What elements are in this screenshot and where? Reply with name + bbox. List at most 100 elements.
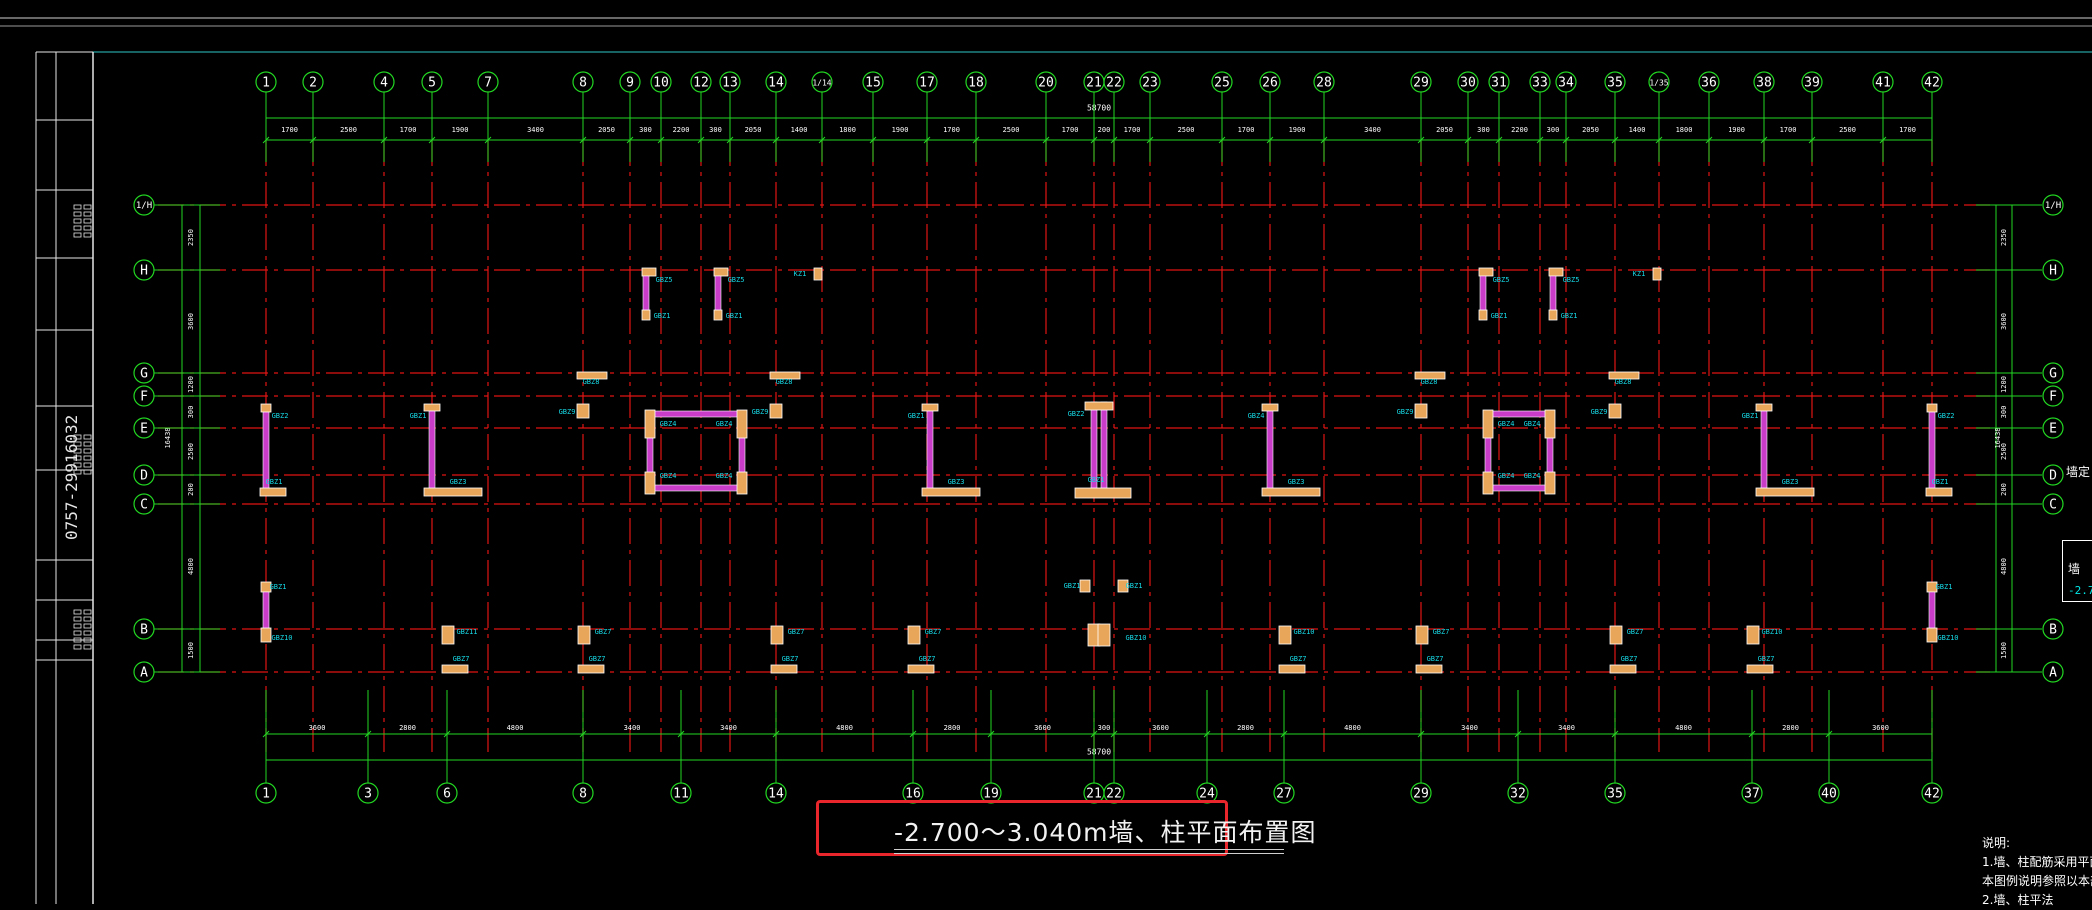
column-label: KZ1 xyxy=(794,270,807,278)
title-block-glyph xyxy=(73,637,82,643)
title-block-glyph xyxy=(73,623,82,629)
axis-bubble xyxy=(690,71,712,93)
wall-elements: GBZ2GBZ1GBZ1GBZ10GBZ2GBZ1GBZ1GBZ10GBZ1GB… xyxy=(259,267,1959,674)
dim-text: 1400 xyxy=(791,126,808,134)
dim-text: 1700 xyxy=(943,126,960,134)
column-label: GBZ1 xyxy=(1064,582,1081,590)
axis-bubble xyxy=(916,71,938,93)
dim-text: 2800 xyxy=(1237,724,1254,732)
axis-label: 14 xyxy=(768,76,784,91)
column-label: GBZ4 xyxy=(716,472,733,480)
dim-text: 2800 xyxy=(1782,724,1799,732)
dim-text: 2500 xyxy=(1839,126,1856,134)
column-block xyxy=(644,409,656,439)
column-block xyxy=(576,371,608,380)
axis-label: 24 xyxy=(1199,787,1215,802)
column-label: GBZ3 xyxy=(450,478,467,486)
dim-text: 1900 xyxy=(1728,126,1745,134)
axis-label: E xyxy=(140,422,148,437)
axis-bubble xyxy=(765,71,787,93)
column-label: GBZ5 xyxy=(1563,276,1580,284)
axis-bubble xyxy=(811,71,833,93)
column-block xyxy=(921,487,981,497)
axis-label: 29 xyxy=(1413,787,1429,802)
title-block-glyph xyxy=(73,462,82,468)
column-label: GBZ7 xyxy=(788,628,805,636)
axis-label: G xyxy=(2049,367,2057,382)
axis-bubble xyxy=(1648,71,1670,93)
column-label: GBZ7 xyxy=(1433,628,1450,636)
column-label: GBZ8 xyxy=(776,378,793,386)
axis-label: A xyxy=(140,666,148,681)
column-block xyxy=(1755,403,1773,412)
dim-text: 16438 xyxy=(1994,427,2002,448)
axis-bubble xyxy=(133,661,155,683)
axis-label: 8 xyxy=(579,76,587,91)
dim-text: 2500 xyxy=(1003,126,1020,134)
column-block xyxy=(1755,487,1815,497)
axis-bubble xyxy=(1555,71,1577,93)
axis-label: 18 xyxy=(968,76,984,91)
axis-bubble xyxy=(1698,71,1720,93)
dim-text: 3400 xyxy=(720,724,737,732)
column-label: GBZ3 xyxy=(1782,478,1799,486)
axis-label: 13 xyxy=(722,76,738,91)
axis-label: G xyxy=(140,367,148,382)
column-block xyxy=(423,487,483,497)
dim-text: 3600 xyxy=(2000,313,2008,330)
column-block xyxy=(577,664,605,674)
dim-text: 3600 xyxy=(1034,724,1051,732)
column-label: GBZ1 xyxy=(1932,478,1949,486)
dim-text: 2500 xyxy=(2000,443,2008,460)
dim-text: 300 xyxy=(1098,724,1111,732)
dim-text: 2050 xyxy=(1582,126,1599,134)
dim-text: 300 xyxy=(1477,126,1490,134)
column-label: GBZ7 xyxy=(1621,655,1638,663)
axis-bubble xyxy=(1103,782,1125,804)
column-block xyxy=(577,625,591,645)
column-label: GBZ10 xyxy=(271,634,292,642)
column-block xyxy=(1548,267,1564,277)
dim-text: 300 xyxy=(639,126,652,134)
axis-label: 1/H xyxy=(2045,201,2061,211)
title-block-glyph xyxy=(83,462,92,468)
axis-bubble xyxy=(1196,782,1218,804)
column-label: GBZ5 xyxy=(728,276,745,284)
dim-text: 1800 xyxy=(839,126,856,134)
notes: 说明: 1.墙、柱配筋采用平面整体表示方 本图例说明参照以本部分说 2.墙、柱平… xyxy=(1982,834,2092,910)
axis-bubble xyxy=(373,71,395,93)
axis-bubble xyxy=(1273,782,1295,804)
axis-label: 14 xyxy=(768,787,784,802)
axis-bubble xyxy=(572,71,594,93)
axis-bubble xyxy=(965,71,987,93)
wall-segment xyxy=(649,484,743,492)
column-block xyxy=(770,664,798,674)
dim-text: 3600 xyxy=(1152,724,1169,732)
column-block xyxy=(576,403,590,419)
dim-text: 1700 xyxy=(1238,126,1255,134)
axis-bubble xyxy=(133,385,155,407)
title-block-glyph xyxy=(73,441,82,447)
column-block xyxy=(1544,471,1556,495)
wall-segment xyxy=(262,591,270,633)
notes-title: 说明: xyxy=(1982,836,2011,850)
column-label: GBZ7 xyxy=(1627,628,1644,636)
axis-bubble xyxy=(255,71,277,93)
title-block-glyph xyxy=(83,469,92,475)
column-block xyxy=(1608,403,1622,419)
grid-lines xyxy=(158,140,1990,752)
axis-label: 38 xyxy=(1756,76,1772,91)
axis-bubble xyxy=(2042,464,2064,486)
title-block-glyph xyxy=(73,434,82,440)
title-block-glyph xyxy=(83,630,92,636)
column-label: GBZ1 xyxy=(1126,582,1143,590)
title-block-glyph xyxy=(73,469,82,475)
column-label: GBZ1 xyxy=(1561,312,1578,320)
title-block-glyph xyxy=(83,211,92,217)
axis-label: 27 xyxy=(1276,787,1292,802)
axis-label: 15 xyxy=(865,76,881,91)
column-block xyxy=(1652,267,1662,281)
title-block-glyph xyxy=(83,623,92,629)
dim-text: 4800 xyxy=(507,724,524,732)
axis-label: 37 xyxy=(1744,787,1760,802)
